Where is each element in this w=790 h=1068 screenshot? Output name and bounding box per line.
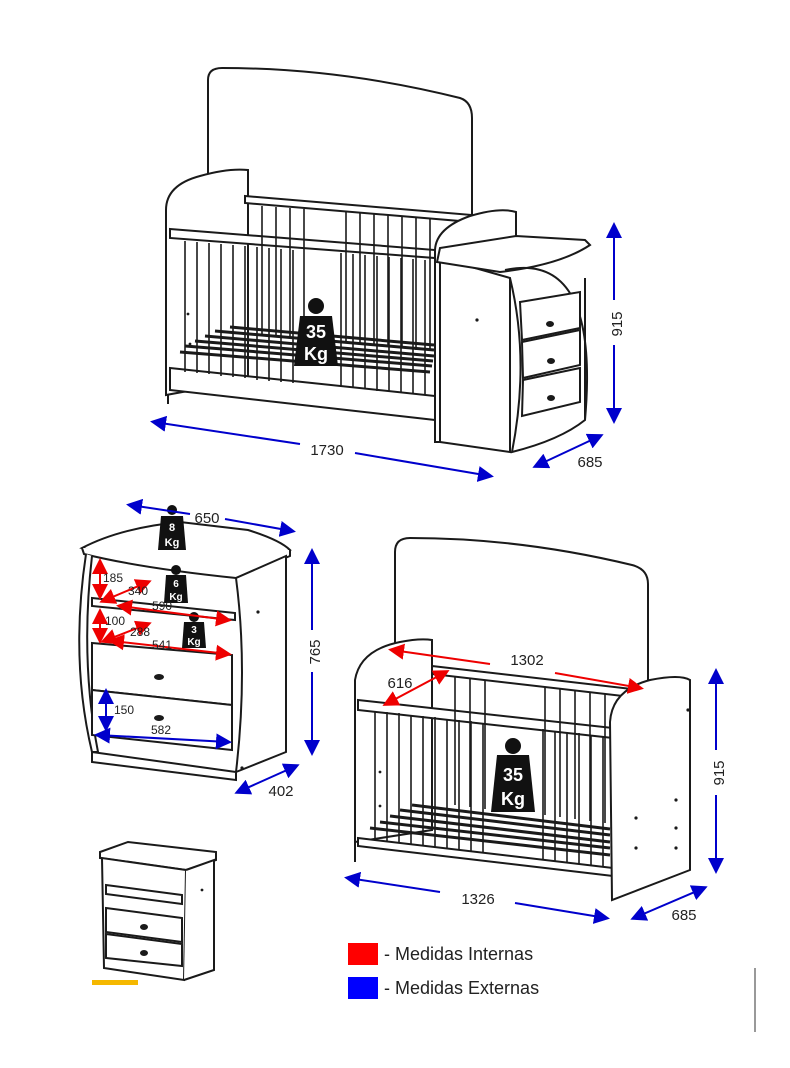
legend-external: - Medidas Externas: [348, 976, 539, 1000]
dim-crib-width: 1326: [461, 891, 494, 908]
legend-internal: - Medidas Internas: [348, 942, 539, 966]
orange-marker: [92, 980, 138, 985]
weight-value: 6: [173, 579, 179, 590]
weight-unit: Kg: [187, 637, 200, 648]
small-chest-drawing: [99, 840, 217, 982]
dim-crib-inner-length: 1302: [510, 652, 543, 669]
legend: - Medidas Internas - Medidas Externas: [348, 942, 539, 1010]
dimension-lines-top: [150, 222, 622, 482]
weight-value: 35: [503, 765, 523, 785]
dim-bottom-width: 582: [151, 723, 171, 737]
crib-panel-dots: [378, 708, 690, 850]
crib-internal-dims: [382, 643, 644, 706]
weight-icon-crib-with-changer: 35 Kg: [294, 298, 338, 366]
weight-value: 8: [169, 522, 175, 534]
weight-unit: Kg: [165, 537, 180, 549]
dim-drawer-width: 541: [152, 638, 172, 652]
changer-drawer-knobs: [186, 312, 555, 401]
dim-drawer-height: 100: [105, 614, 125, 628]
crib-slats: [374, 677, 606, 867]
dim-shelf-depth: 340: [128, 584, 148, 598]
changer-chest-drawing: [435, 234, 592, 454]
dim-width-1730: 1730: [310, 442, 343, 459]
legend-internal-label: - Medidas Internas: [384, 943, 534, 964]
dresser-external-dims: [94, 498, 320, 795]
small-chest-knobs: [140, 888, 204, 956]
dim-dresser-height: 765: [307, 639, 324, 664]
dim-dresser-depth: 402: [268, 783, 293, 800]
swatch-internal: [348, 943, 378, 965]
dim-shelf-width: 590: [152, 599, 172, 613]
weight-value: 35: [306, 322, 326, 342]
weight-icon-crib: 35 Kg: [491, 738, 535, 812]
dim-bottom-height: 150: [114, 703, 134, 717]
dim-dresser-width: 650: [194, 510, 219, 527]
weight-icon-dresser-shelf: 6 Kg: [164, 565, 188, 603]
dim-crib-height: 915: [711, 760, 728, 785]
dim-crib-depth: 685: [671, 907, 696, 924]
dim-depth-685: 685: [577, 454, 602, 471]
dim-height-915: 915: [609, 311, 626, 336]
dim-drawer-depth: 288: [130, 625, 150, 639]
crib-external-dims: [344, 668, 724, 924]
weight-unit: Kg: [169, 592, 182, 603]
swatch-external: [348, 977, 378, 999]
dresser-internal-dims: [92, 558, 232, 661]
weight-unit: Kg: [501, 789, 525, 809]
weight-value: 3: [191, 625, 197, 636]
dim-shelf-height: 185: [103, 571, 123, 585]
dim-crib-inner-width: 616: [387, 675, 412, 692]
crib-mattress-base: [369, 803, 611, 857]
legend-external-label: - Medidas Externas: [384, 977, 540, 998]
dresser-drawing: [78, 520, 292, 782]
weight-unit: Kg: [304, 344, 328, 364]
